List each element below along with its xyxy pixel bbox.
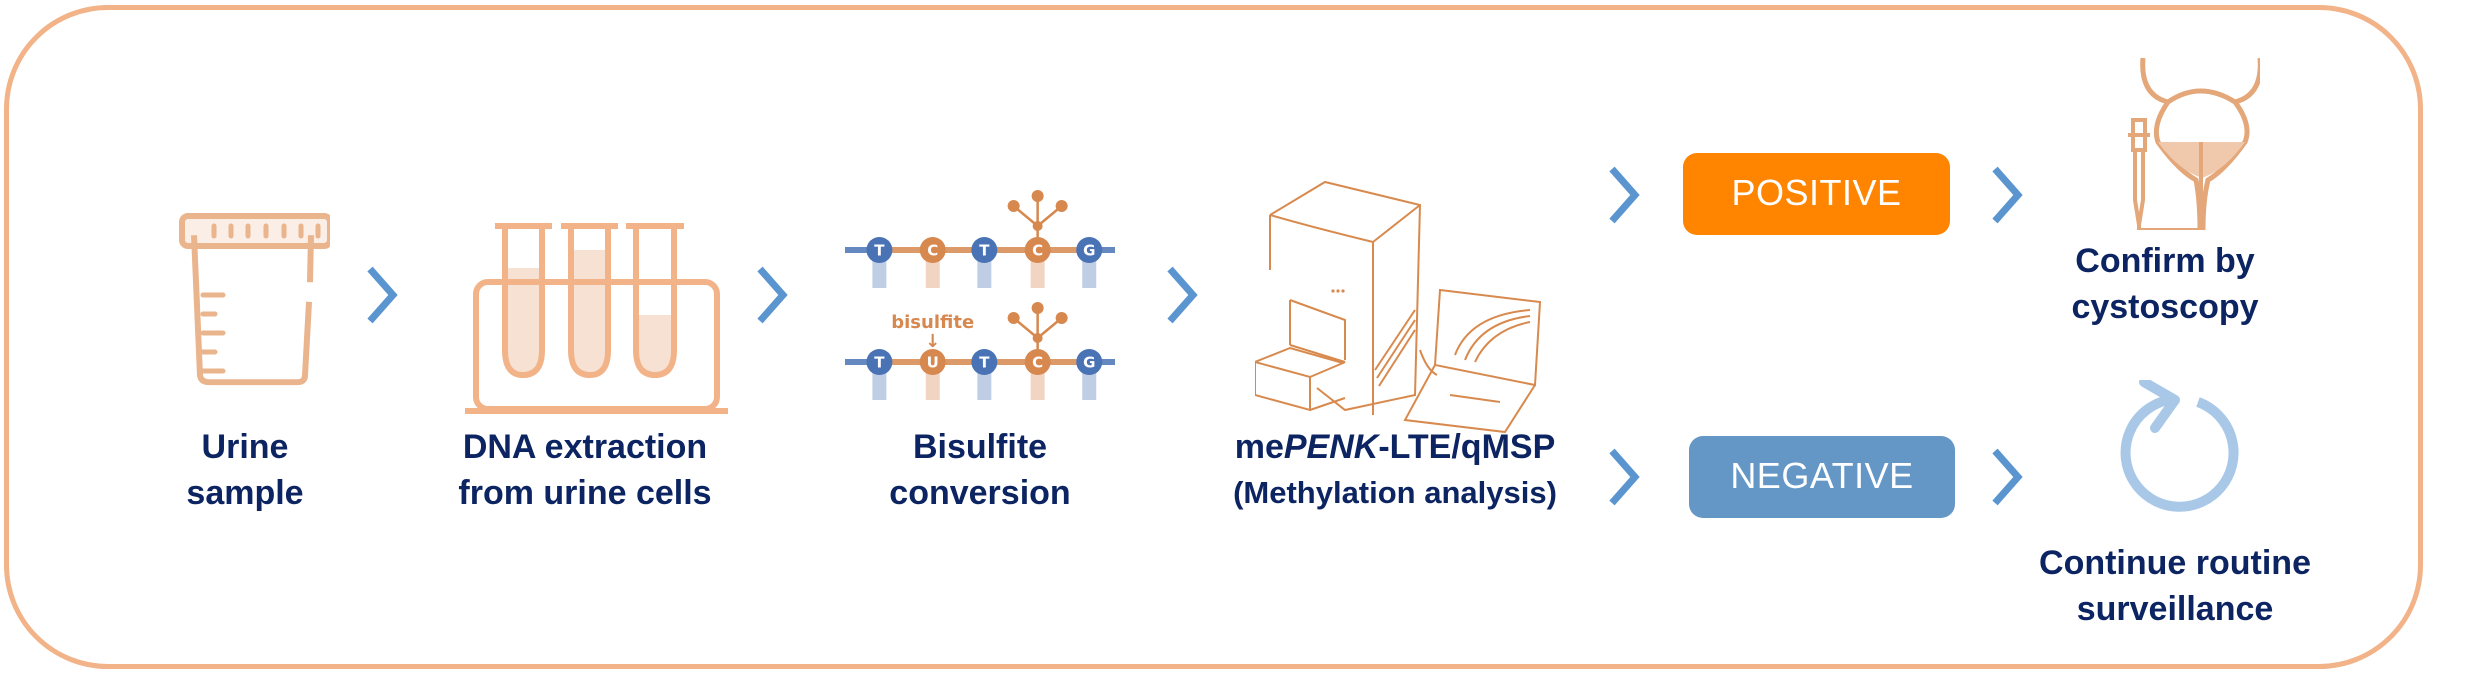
gene-name: PENK <box>1283 428 1379 466</box>
svg-text:C: C <box>927 242 938 260</box>
chevron-right-icon <box>757 266 788 324</box>
nucleotide-t-bottom: T <box>866 349 893 375</box>
step-dna-label: DNA extraction from urine cells <box>430 424 740 516</box>
svg-text:C: C <box>1032 242 1043 260</box>
confirm-cystoscopy-label: Confirm by cystoscopy <box>2030 238 2300 330</box>
bisulfite-label: bisulfite <box>891 312 974 333</box>
negative-badge: NEGATIVE <box>1689 436 1955 518</box>
svg-text:G: G <box>1083 354 1095 372</box>
nucleotide-g-top: G <box>1076 237 1103 263</box>
bladder-cystoscope-icon <box>2128 57 2260 230</box>
positive-badge: POSITIVE <box>1683 153 1950 235</box>
svg-text:G: G <box>1083 242 1095 260</box>
chevron-right-icon <box>1167 266 1198 324</box>
nucleotide-t-top: T <box>971 237 998 263</box>
chevron-right-icon <box>367 266 398 324</box>
step-line: mePENK-LTE/qMSP <box>1195 424 1595 470</box>
label-part: -LTE/qMSP <box>1378 428 1556 466</box>
label-part: me <box>1234 428 1284 466</box>
continue-surveillance-label: Continue routine surveillance <box>2020 540 2330 632</box>
result-line: surveillance <box>2076 590 2274 628</box>
chevron-right-icon <box>1609 448 1640 506</box>
test-tubes-icon <box>465 223 728 414</box>
nucleotide-c-top: C <box>1024 237 1051 263</box>
step-bisulfite-label: Bisulfite conversion <box>855 424 1105 516</box>
chevron-right-icon <box>1609 166 1640 224</box>
svg-text:T: T <box>874 242 885 260</box>
result-line: Continue routine <box>2039 544 2311 582</box>
svg-text:C: C <box>1032 354 1043 372</box>
nucleotide-t-bottom: T <box>971 349 998 375</box>
qpcr-instrument-icon <box>1255 180 1542 434</box>
refresh-loop-icon <box>2120 380 2239 512</box>
chevron-right-icon <box>1992 166 2023 224</box>
methyl-group-icon <box>1007 190 1068 237</box>
svg-text:T: T <box>874 354 885 372</box>
nucleotide-u-bottom: U <box>919 349 946 375</box>
chevron-right-icon <box>1992 448 2023 506</box>
svg-text:T: T <box>979 242 990 260</box>
svg-text:U: U <box>927 354 939 372</box>
step-line: conversion <box>889 474 1071 512</box>
step-line: Bisulfite <box>912 428 1048 466</box>
nucleotide-c-top: C <box>919 237 946 263</box>
step-line: DNA extraction <box>462 428 708 466</box>
nucleotide-g-bottom: G <box>1076 349 1103 375</box>
svg-text:T: T <box>979 354 990 372</box>
step-qmsp-label: mePENK-LTE/qMSP (Methylation analysis) <box>1195 424 1595 516</box>
nucleotide-t-top: T <box>866 237 893 263</box>
workflow-frame <box>4 5 2423 669</box>
result-line: Confirm by <box>2075 242 2255 280</box>
step-line: sample <box>186 474 304 512</box>
step-line: (Methylation analysis) <box>1233 475 1557 510</box>
down-arrow-icon: ↓ <box>925 331 940 352</box>
result-line: cystoscopy <box>2071 288 2259 326</box>
step-urine-label: Urine sample <box>150 424 340 516</box>
nucleotide-c-bottom: C <box>1024 349 1051 375</box>
step-line: from urine cells <box>458 474 712 512</box>
urine-cup-icon <box>179 213 330 386</box>
methyl-group-icon <box>1007 302 1068 349</box>
step-line: Urine <box>201 428 289 466</box>
